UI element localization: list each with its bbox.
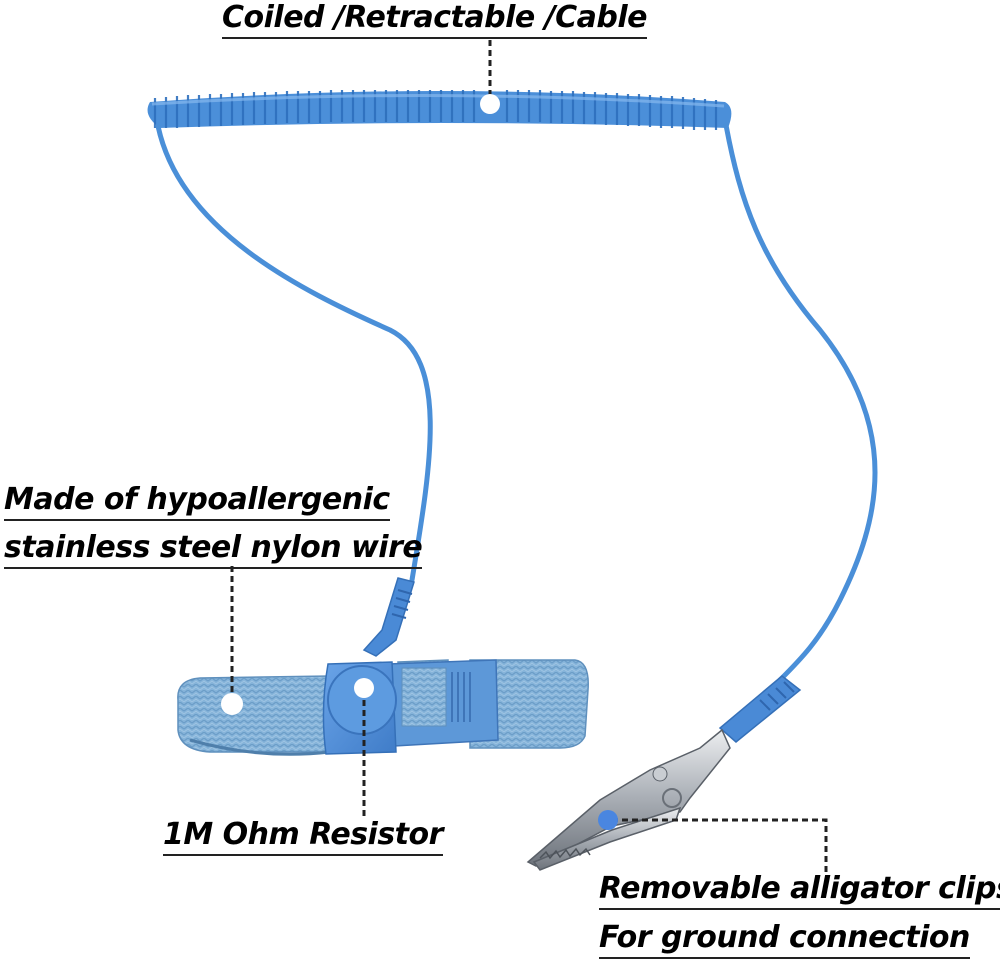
wrist-band: [177, 577, 589, 756]
left-wire: [155, 123, 433, 583]
callout-wire: [221, 566, 243, 715]
coiled-cable-label: Coiled /Retractable /Cable: [222, 0, 648, 39]
alligator-clip: [526, 675, 802, 871]
coiled-cable: [147, 90, 732, 130]
wire-material-label-line1: Made of hypoallergenic: [4, 482, 390, 521]
right-wire: [723, 122, 878, 683]
callout-clip: [598, 810, 828, 872]
resistor-label: 1M Ohm Resistor: [163, 817, 443, 856]
wire-material-label-line2: stainless steel nylon wire: [4, 530, 423, 569]
alligator-clip-label-line2: For ground connection: [599, 920, 970, 959]
callout-cable: [480, 40, 500, 114]
alligator-clip-label-line1: Removable alligator clips: [599, 871, 1000, 910]
callout-resistor: [354, 678, 374, 818]
